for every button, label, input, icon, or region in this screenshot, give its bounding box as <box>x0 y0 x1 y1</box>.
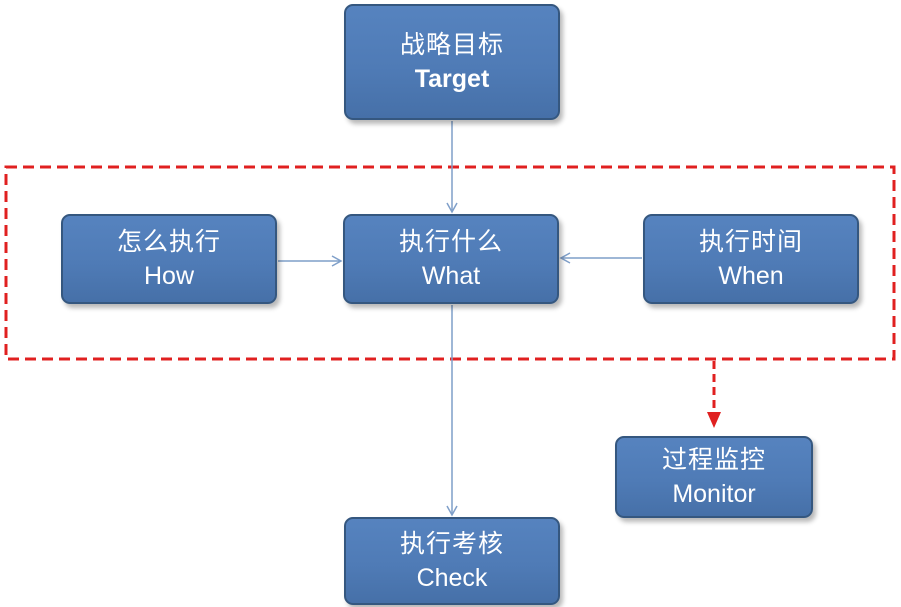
node-check-cn-label: 执行考核 <box>399 529 504 558</box>
node-when-en-label: When <box>718 262 784 290</box>
node-target-cn-label: 战略目标 <box>399 30 504 59</box>
node-how-en-label: How <box>143 262 194 290</box>
node-target-en-label: Target <box>414 65 490 93</box>
execution-group-frame <box>4 165 896 361</box>
node-monitor[interactable]: 过程监控 Monitor <box>615 436 813 518</box>
node-what-cn-label: 执行什么 <box>398 227 503 256</box>
node-when-cn-label: 执行时间 <box>698 227 803 256</box>
node-what[interactable]: 执行什么 What <box>343 214 559 304</box>
node-check[interactable]: 执行考核 Check <box>344 517 560 605</box>
node-what-en-label: What <box>421 262 481 290</box>
node-monitor-en-label: Monitor <box>672 480 756 508</box>
node-how[interactable]: 怎么执行 How <box>61 214 277 304</box>
node-when[interactable]: 执行时间 When <box>643 214 859 304</box>
node-check-en-label: Check <box>416 564 488 592</box>
node-how-cn-label: 怎么执行 <box>116 227 221 256</box>
node-monitor-cn-label: 过程监控 <box>661 445 766 474</box>
node-target[interactable]: 战略目标 Target <box>344 4 560 120</box>
